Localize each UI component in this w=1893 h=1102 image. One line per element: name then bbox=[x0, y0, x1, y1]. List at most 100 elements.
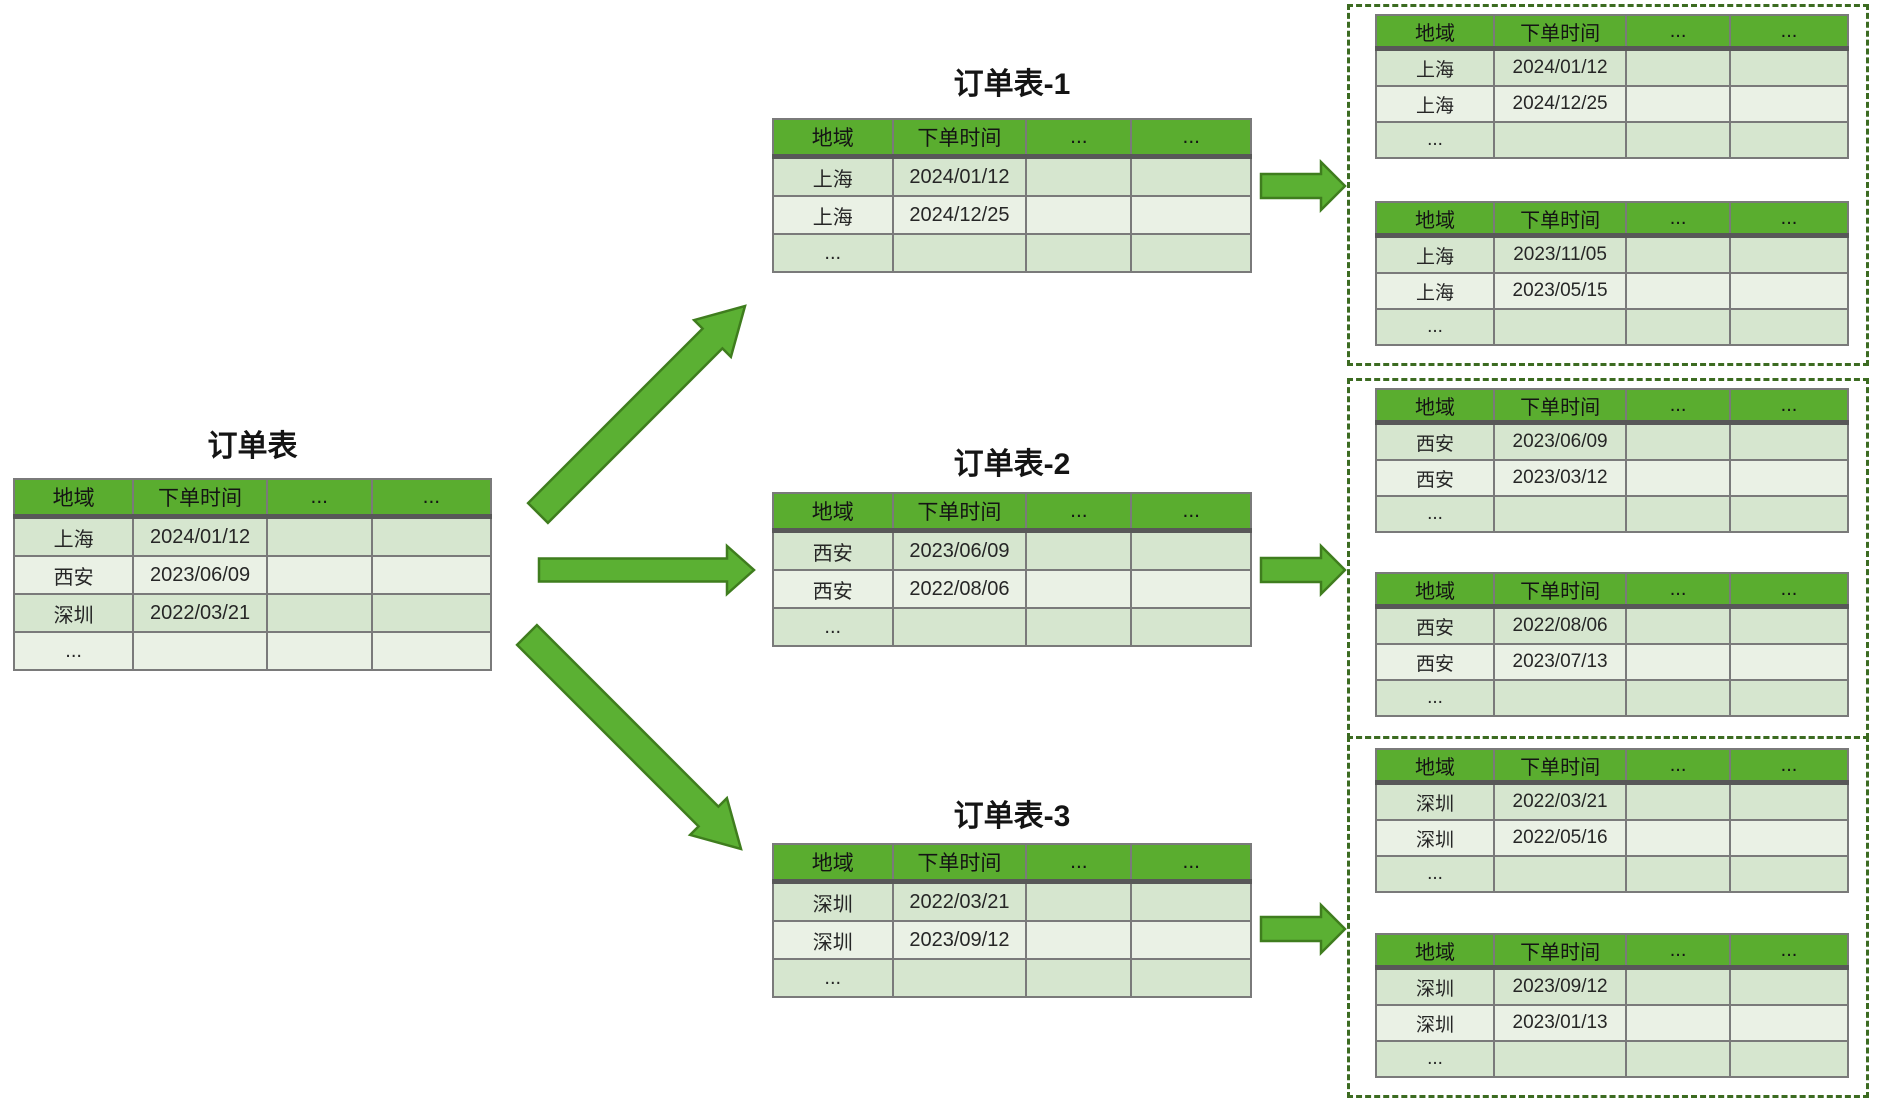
table-cell bbox=[1728, 121, 1850, 159]
table-cell bbox=[1625, 459, 1731, 497]
column-header: ... bbox=[1625, 748, 1731, 785]
table-cell: 深圳 bbox=[772, 920, 894, 960]
table-cell bbox=[1625, 272, 1731, 310]
table-cell bbox=[1625, 855, 1731, 893]
column-header: ... bbox=[1625, 572, 1731, 609]
column-header: 地域 bbox=[1375, 572, 1495, 609]
table-cell bbox=[1130, 155, 1252, 197]
table-cell bbox=[370, 631, 493, 671]
table-cell: 西安 bbox=[1375, 605, 1495, 645]
column-header: 下单时间 bbox=[891, 118, 1028, 159]
table-cell bbox=[1728, 1004, 1850, 1042]
column-header: ... bbox=[1625, 388, 1731, 425]
column-header: ... bbox=[1625, 933, 1731, 970]
column-header: ... bbox=[1130, 118, 1252, 159]
column-header: 地域 bbox=[1375, 388, 1495, 425]
column-header: 下单时间 bbox=[1492, 933, 1628, 970]
table-cell bbox=[1625, 495, 1731, 533]
column-header: 地域 bbox=[1375, 14, 1495, 51]
column-header: 下单时间 bbox=[1492, 14, 1628, 51]
table-cell: 2024/01/12 bbox=[891, 155, 1028, 197]
column-header: ... bbox=[370, 478, 493, 519]
table-row: ... bbox=[1375, 495, 1850, 533]
table-cell: 西安 bbox=[772, 569, 894, 609]
table-cell bbox=[1728, 308, 1850, 346]
header-row: 地域下单时间...... bbox=[1375, 388, 1850, 425]
table-cell bbox=[891, 607, 1028, 647]
table-cell bbox=[1728, 781, 1850, 821]
table-cell bbox=[1025, 195, 1133, 235]
column-header: ... bbox=[1625, 14, 1731, 51]
arrow-split-to-table3 bbox=[515, 623, 743, 851]
table-cell bbox=[1625, 47, 1731, 87]
table-cell: 上海 bbox=[1375, 47, 1495, 87]
table-cell: 上海 bbox=[1375, 85, 1495, 123]
column-header: 地域 bbox=[772, 843, 894, 884]
table-cell bbox=[1025, 920, 1133, 960]
table-cell bbox=[132, 631, 268, 671]
header-row: 地域下单时间...... bbox=[772, 492, 1252, 533]
table-cell: 上海 bbox=[12, 515, 135, 557]
column-header: ... bbox=[1025, 843, 1133, 884]
column-header: ... bbox=[1728, 14, 1850, 51]
table-cell: 深圳 bbox=[1375, 966, 1495, 1006]
table-cell bbox=[1625, 1040, 1731, 1078]
table-row: ... bbox=[1375, 121, 1850, 159]
table-cell bbox=[1625, 421, 1731, 461]
table-cell: 西安 bbox=[1375, 421, 1495, 461]
table-row: ... bbox=[1375, 855, 1850, 893]
table-cell: ... bbox=[12, 631, 135, 671]
header-row: 地域下单时间...... bbox=[772, 843, 1252, 884]
table-cell bbox=[1625, 1004, 1731, 1042]
table-cell bbox=[370, 593, 493, 633]
table-cell: 2024/01/12 bbox=[1492, 47, 1628, 87]
table-cell bbox=[1625, 234, 1731, 274]
table-cell bbox=[1025, 233, 1133, 273]
table-cell: 上海 bbox=[1375, 234, 1495, 274]
table-cell bbox=[1728, 85, 1850, 123]
source-table-title: 订单表 bbox=[207, 430, 298, 463]
table-cell bbox=[370, 555, 493, 595]
table-cell bbox=[1728, 679, 1850, 717]
header-row: 地域下单时间...... bbox=[12, 478, 493, 519]
column-header: 地域 bbox=[1375, 933, 1495, 970]
table-cell: 西安 bbox=[772, 529, 894, 571]
table-cell bbox=[1625, 308, 1731, 346]
table-cell bbox=[1625, 643, 1731, 681]
table-cell: 深圳 bbox=[12, 593, 135, 633]
table-cell bbox=[1130, 195, 1252, 235]
table-cell bbox=[265, 515, 373, 557]
column-header: ... bbox=[1728, 572, 1850, 609]
table-cell: 2022/05/16 bbox=[1492, 819, 1628, 857]
header-row: 地域下单时间...... bbox=[1375, 201, 1850, 238]
table-cell bbox=[1130, 529, 1252, 571]
table-cell: 2024/01/12 bbox=[132, 515, 268, 557]
table-cell bbox=[1728, 47, 1850, 87]
table-cell bbox=[1492, 121, 1628, 159]
table-cell bbox=[1728, 605, 1850, 645]
table-cell bbox=[1728, 966, 1850, 1006]
table-cell: ... bbox=[772, 958, 894, 998]
table-cell: 深圳 bbox=[1375, 781, 1495, 821]
table-cell: 上海 bbox=[1375, 272, 1495, 310]
table-cell bbox=[1492, 1040, 1628, 1078]
table-cell bbox=[1728, 643, 1850, 681]
table-cell: 2023/06/09 bbox=[891, 529, 1028, 571]
